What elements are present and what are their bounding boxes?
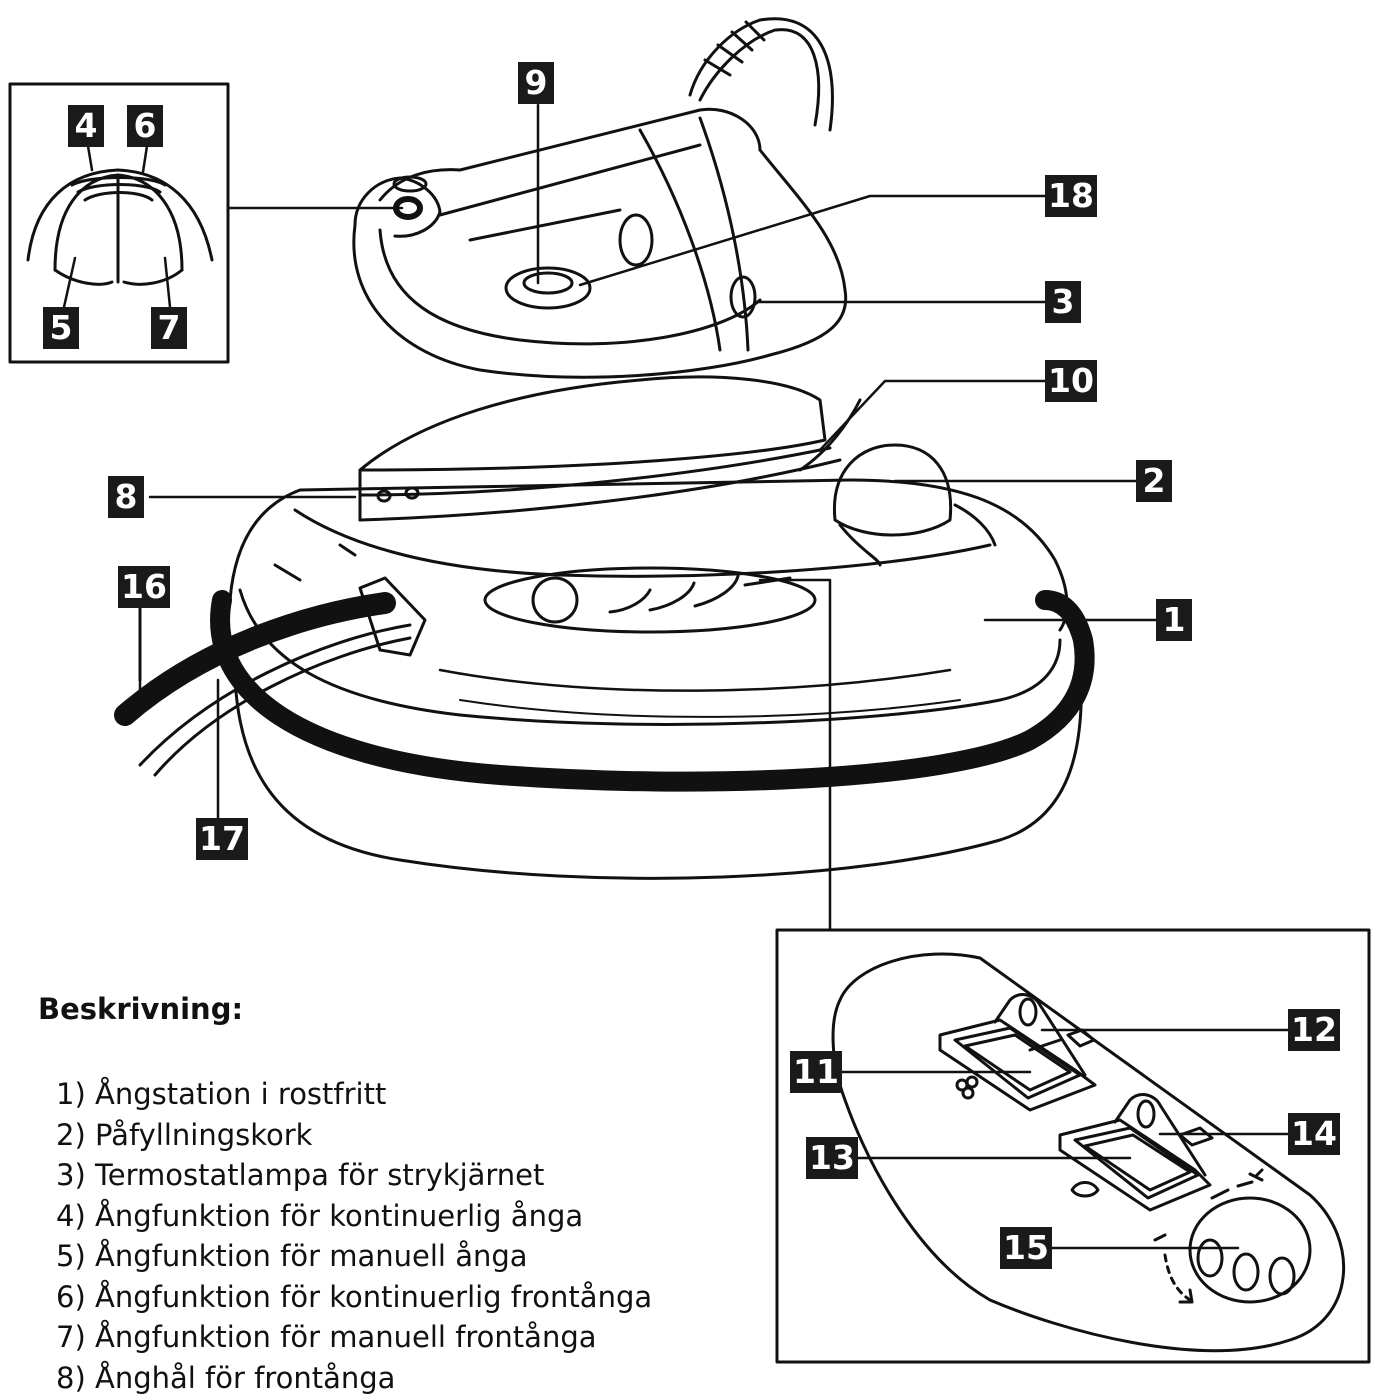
description-heading: Beskrivning: bbox=[38, 992, 243, 1026]
callout-2: 2 bbox=[1136, 460, 1172, 502]
callout-15: 15 bbox=[1000, 1227, 1052, 1269]
list-item: 7) Ångfunktion för manuell frontånga bbox=[56, 1317, 652, 1358]
callout-3: 3 bbox=[1045, 281, 1081, 323]
callout-7: 7 bbox=[151, 307, 187, 349]
callout-12: 12 bbox=[1288, 1009, 1340, 1051]
callout-13: 13 bbox=[806, 1137, 858, 1179]
description-list: 1) Ångstation i rostfritt 2) Påfyllnings… bbox=[56, 1074, 652, 1398]
filler-cap bbox=[834, 445, 995, 565]
callout-17: 17 bbox=[196, 818, 248, 860]
callout-14: 14 bbox=[1288, 1113, 1340, 1155]
callout-10: 10 bbox=[1045, 360, 1097, 402]
callout-8: 8 bbox=[108, 476, 144, 518]
list-item: 4) Ångfunktion för kontinuerlig ånga bbox=[56, 1196, 652, 1237]
list-item: 2) Påfyllningskork bbox=[56, 1115, 652, 1156]
callout-5: 5 bbox=[43, 307, 79, 349]
callout-4: 4 bbox=[68, 105, 104, 147]
list-item: 8) Ånghål för frontånga bbox=[56, 1358, 652, 1398]
callout-6: 6 bbox=[127, 105, 163, 147]
list-item: 6) Ångfunktion för kontinuerlig frontång… bbox=[56, 1277, 652, 1318]
iron-soleplate bbox=[360, 377, 860, 520]
iron-body bbox=[354, 19, 846, 377]
callout-16: 16 bbox=[118, 566, 170, 608]
callout-11: 11 bbox=[790, 1051, 842, 1093]
list-item: 3) Termostatlampa för strykjärnet bbox=[56, 1155, 652, 1196]
callout-18: 18 bbox=[1045, 175, 1097, 217]
list-item: 1) Ångstation i rostfritt bbox=[56, 1074, 652, 1115]
callout-1: 1 bbox=[1156, 599, 1192, 641]
control-panel-inset bbox=[777, 930, 1369, 1362]
callout-9: 9 bbox=[518, 62, 554, 104]
steam-station-base bbox=[220, 480, 1085, 878]
list-item: 5) Ångfunktion för manuell ånga bbox=[56, 1236, 652, 1277]
